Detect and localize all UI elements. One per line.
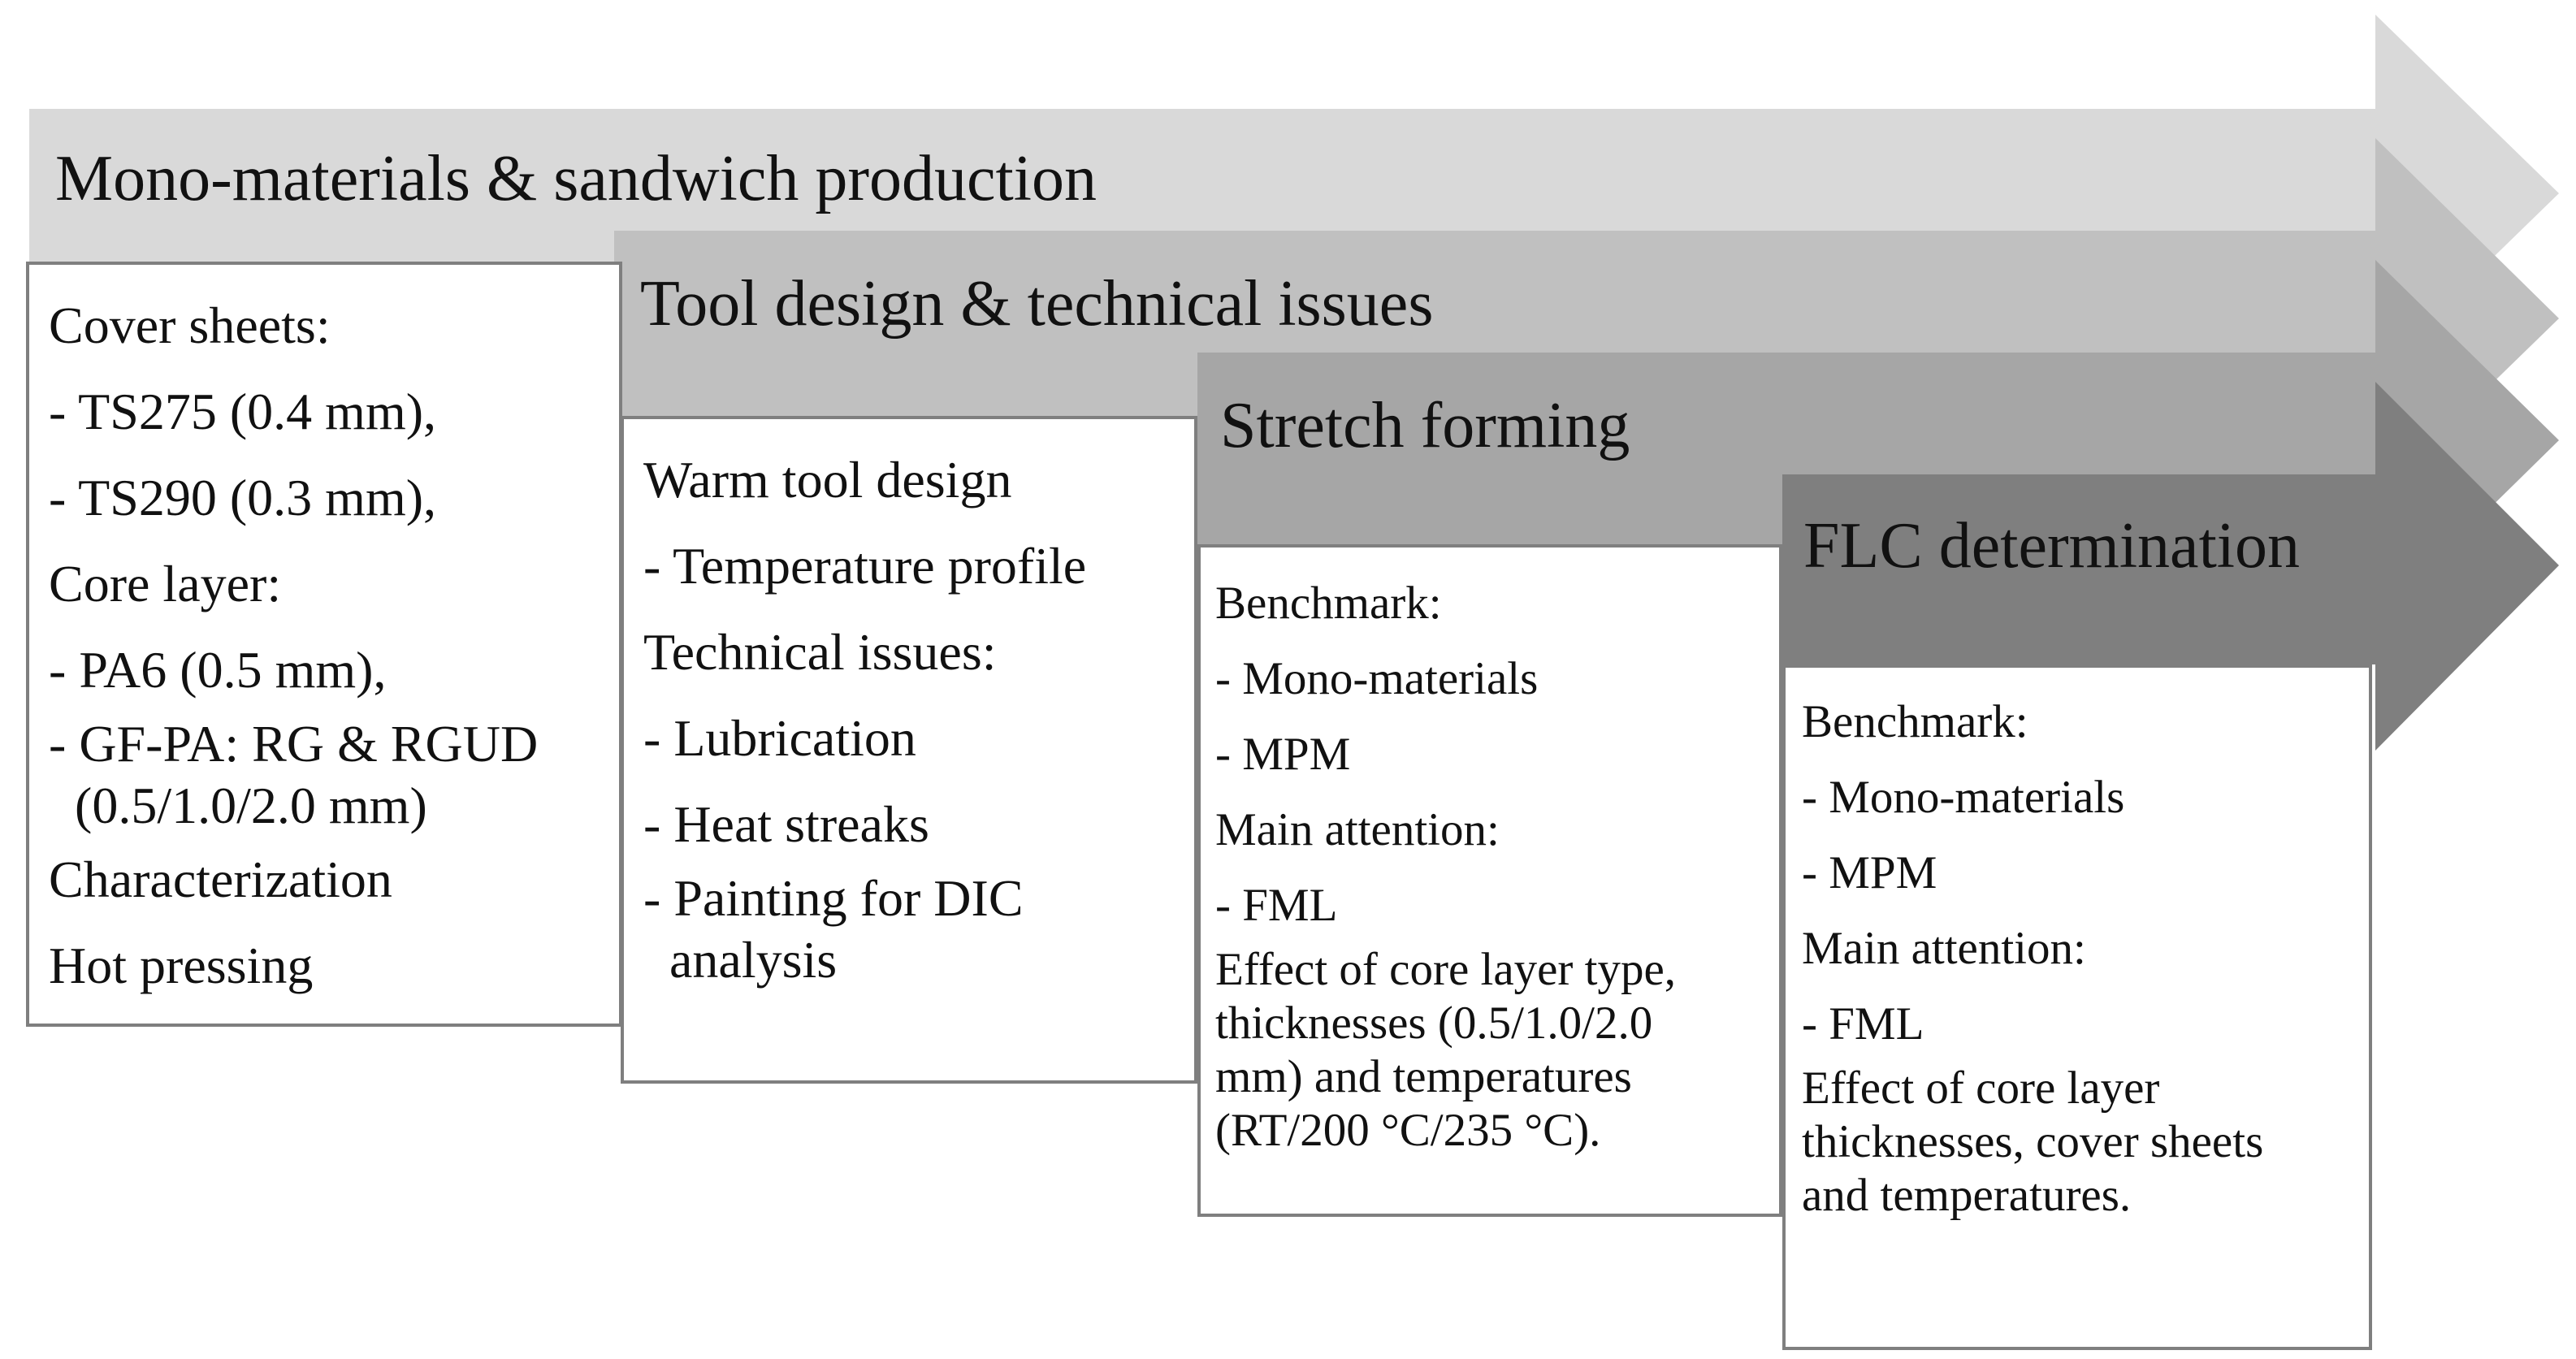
- detail-item: - Mono-materials: [1802, 772, 2125, 823]
- detail-item: - GF-PA: RG & RGUD (0.5/1.0/2.0 mm): [49, 715, 539, 834]
- detail-item: Main attention:: [1215, 804, 1500, 855]
- stage-details-flc-determination: Benchmark: - Mono-materials - MPM Main atte…: [1782, 664, 2372, 1350]
- detail-item: - Temperature profile: [643, 537, 1087, 595]
- detail-item: - Heat streaks: [643, 795, 929, 853]
- detail-item: - TS275 (0.4 mm),: [49, 383, 437, 440]
- detail-item: Technical issues:: [643, 623, 997, 681]
- detail-item: - Mono-materials: [1215, 653, 1539, 704]
- detail-item: Characterization: [49, 850, 392, 908]
- detail-item: Effect of core layer type, thicknesses (…: [1215, 944, 1677, 1156]
- detail-item: Benchmark:: [1215, 578, 1442, 629]
- detail-item: Core layer:: [49, 555, 282, 612]
- detail-item: - PA6 (0.5 mm),: [49, 641, 387, 699]
- detail-item: - FML: [1802, 998, 1924, 1050]
- detail-item: - MPM: [1215, 729, 1351, 780]
- stage-title-stretch-forming: Stretch forming: [1220, 390, 1630, 461]
- stage-details-stretch-forming: Benchmark: - Mono-materials - MPM Main atte…: [1197, 544, 1782, 1217]
- detail-item: - TS290 (0.3 mm),: [49, 469, 437, 526]
- detail-item: Effect of core layer thicknesses, cover …: [1802, 1063, 2264, 1221]
- stage-arrow-flc-determination: [1782, 382, 2559, 751]
- detail-item: - MPM: [1802, 847, 1937, 898]
- stage-details-mono-materials: Cover sheets: - TS275 (0.4 mm), - TS290 (0…: [26, 262, 622, 1027]
- detail-item: Main attention:: [1802, 923, 2086, 974]
- stage-arrow-mono-materials: [29, 15, 2559, 372]
- detail-item: Cover sheets:: [49, 296, 331, 354]
- stage-title-mono-materials: Mono-materials & sandwich production: [55, 143, 1097, 214]
- detail-item: Warm tool design: [643, 451, 1012, 509]
- detail-item: Benchmark:: [1802, 696, 2028, 747]
- detail-item: - Lubrication: [643, 709, 916, 767]
- detail-item: - Painting for DIC analysis: [643, 869, 1024, 989]
- stage-title-tool-design: Tool design & technical issues: [640, 268, 1434, 340]
- stage-title-flc-determination: FLC determination: [1803, 510, 2301, 582]
- detail-item: - FML: [1215, 880, 1338, 931]
- detail-item: Hot pressing: [49, 937, 314, 994]
